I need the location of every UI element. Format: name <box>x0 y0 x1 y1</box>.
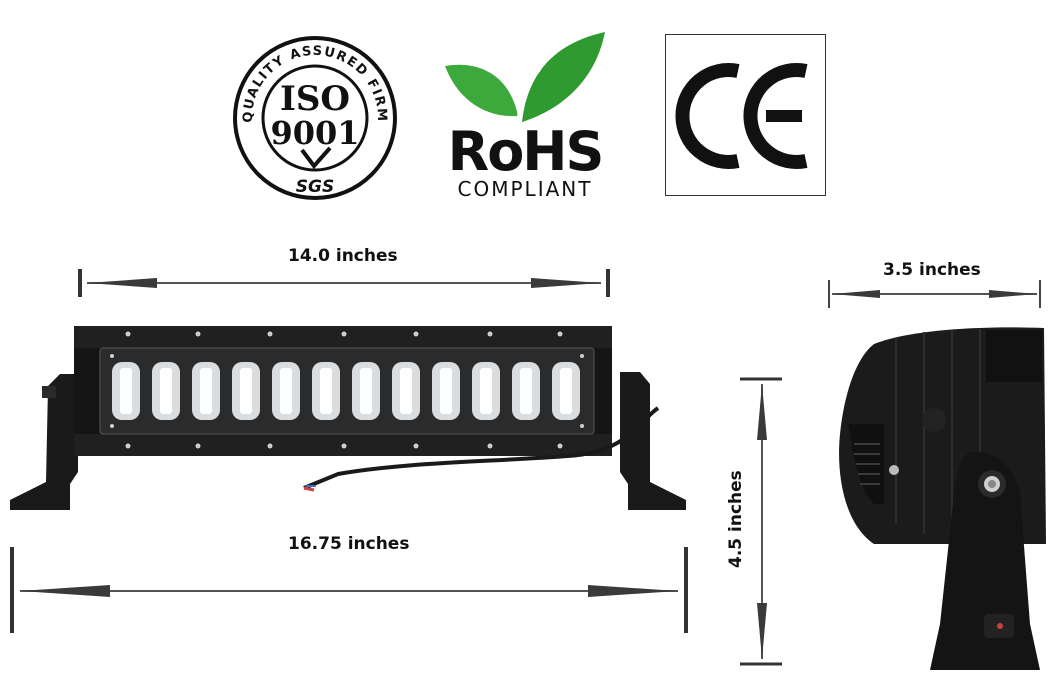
left-mount-bracket <box>10 374 78 510</box>
height-arrow <box>740 377 782 666</box>
light-bar-front <box>10 326 686 510</box>
leaf-icon <box>445 64 518 117</box>
iso-number: 9001 <box>270 114 359 152</box>
ce-logo <box>665 34 826 196</box>
leaf-icon <box>522 32 605 122</box>
power-cable <box>303 406 660 490</box>
ce-e-letter <box>743 63 808 169</box>
right-mount-bracket <box>620 372 686 510</box>
height-label: 4.5 inches <box>726 470 746 568</box>
overall-width-arrow <box>10 547 688 633</box>
lens-width-arrow <box>78 269 610 297</box>
light-bar-side-view <box>839 327 1046 670</box>
overall-width-label: 16.75 inches <box>288 534 410 554</box>
led-modules <box>112 362 580 420</box>
depth-arrow <box>828 280 1041 308</box>
depth-label: 3.5 inches <box>883 260 981 280</box>
ce-c-letter <box>675 63 740 169</box>
iso-text: ISO <box>280 79 350 119</box>
rohs-subtitle: COMPLIANT <box>458 177 593 201</box>
sgs-text: SGS <box>296 177 334 197</box>
iso-9001-logo: QUALITY ASSURED FIRM ISO 9001 SGS <box>233 36 397 200</box>
lens-width-label: 14.0 inches <box>288 246 398 266</box>
checkmark-icon <box>300 146 332 170</box>
rohs-logo: RoHS COMPLIANT <box>445 32 605 201</box>
rohs-title: RoHS <box>448 120 603 183</box>
lens-window <box>99 347 595 435</box>
